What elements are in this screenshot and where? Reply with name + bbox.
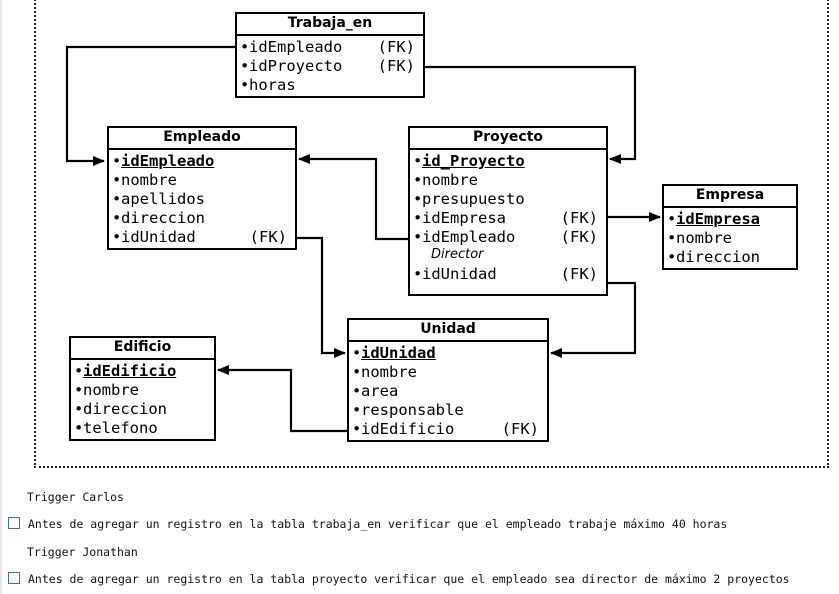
field-row: •idEdificio(FK) (352, 420, 539, 438)
rel-proyecto-empleado (298, 154, 409, 241)
field-row: •idEmpleado(FK) (240, 38, 415, 56)
rel-empleado-unidad (296, 236, 346, 358)
trigger-carlos-text: Antes de agregar un registro en la tabla… (28, 517, 728, 531)
field-row: •idUnidad(FK) (112, 228, 287, 246)
trigger-carlos-title: Trigger Carlos (27, 490, 124, 504)
trigger-carlos-checkbox[interactable] (8, 517, 20, 529)
table-title: Proyecto (410, 128, 606, 150)
field-row: •nombre (74, 381, 139, 399)
field-row: •direccion (112, 209, 205, 227)
field-row: •telefono (74, 419, 158, 437)
trigger-jonathan-text: Antes de agregar un registro en la tabla… (28, 572, 790, 586)
rel-trabaja-proyecto (424, 65, 637, 164)
field-row: •presupuesto (413, 190, 525, 208)
table-title: Trabaja_en (237, 14, 423, 36)
trigger-jonathan-title: Trigger Jonathan (27, 545, 138, 559)
table-title: Empleado (109, 128, 295, 150)
rel-trabaja-empleado (65, 45, 236, 166)
field-row: •nombre (413, 171, 478, 189)
field-row: •responsable (352, 401, 464, 419)
field-row: •direccion (74, 400, 167, 418)
field-row: •direccion (667, 248, 760, 266)
field-row: •apellidos (112, 190, 205, 208)
table-title: Unidad (349, 320, 547, 342)
role-note: Director (431, 247, 484, 262)
rel-unidad-edificio (217, 365, 348, 433)
field-row: •idUnidad(FK) (413, 265, 598, 283)
field-row: •horas (240, 76, 296, 94)
field-row: •nombre (352, 363, 417, 381)
field-row: •idProyecto(FK) (240, 57, 415, 75)
primary-key-row: •idEmpresa (667, 210, 760, 228)
trigger-carlos-task[interactable]: Antes de agregar un registro en la tabla… (8, 517, 727, 531)
table-proyecto[interactable]: Proyecto •id_Proyecto •nombre •presupues… (408, 126, 608, 296)
primary-key-row: •idUnidad (352, 344, 436, 362)
rel-proyecto-unidad (550, 281, 637, 358)
field-row: •nombre (112, 171, 177, 189)
primary-key-row: •id_Proyecto (413, 152, 525, 170)
primary-key-row: •idEmpleado (112, 152, 215, 170)
trigger-jonathan-checkbox[interactable] (8, 572, 20, 584)
table-title: Empresa (664, 186, 796, 208)
table-trabaja-en[interactable]: Trabaja_en •idEmpleado(FK) •idProyecto(F… (235, 12, 425, 98)
table-edificio[interactable]: Edificio •idEdificio •nombre •direccion … (69, 336, 216, 441)
field-row: •idEmpresa(FK) (413, 209, 598, 227)
table-empleado[interactable]: Empleado •idEmpleado •nombre •apellidos … (107, 126, 297, 250)
table-unidad[interactable]: Unidad •idUnidad •nombre •area •responsa… (347, 318, 549, 442)
editor-margin (0, 0, 2, 594)
diagram-frame (34, 0, 829, 468)
trigger-jonathan-task[interactable]: Antes de agregar un registro en la tabla… (8, 572, 790, 586)
field-row: •idEmpleado(FK) (413, 228, 598, 246)
field-row: •nombre (667, 229, 732, 247)
table-title: Edificio (71, 338, 214, 360)
primary-key-row: •idEdificio (74, 362, 177, 380)
field-row: •area (352, 382, 399, 400)
table-empresa[interactable]: Empresa •idEmpresa •nombre •direccion (662, 184, 798, 270)
